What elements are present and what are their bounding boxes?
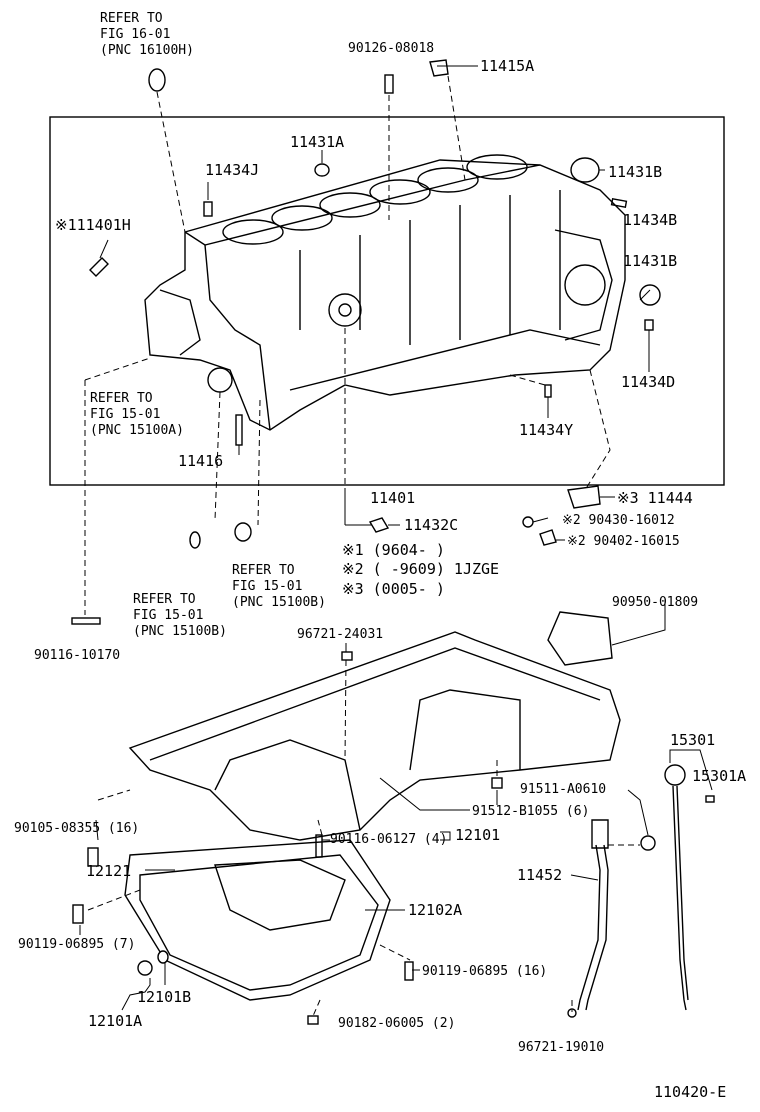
svg-text:FIG 15-01: FIG 15-01 [133, 608, 203, 623]
oil-pan-assembly [72, 600, 715, 1025]
svg-text:(PNC 15100B): (PNC 15100B) [133, 624, 227, 639]
label-91511-A0610: 91511-A0610 [520, 782, 606, 797]
note-1: ※1 (9604- ) [342, 541, 445, 559]
cylinder-block [144, 154, 626, 431]
note-3: ※3 (0005- ) [342, 580, 445, 598]
label-90116-10170: 90116-10170 [34, 648, 120, 663]
label-11432C: 11432C [404, 516, 458, 534]
label-11452: 11452 [517, 866, 562, 884]
refer-fig15b-left: REFER TO FIG 15-01 (PNC 15100B) [133, 592, 227, 639]
label-11431B-mid: 11431B [623, 252, 677, 270]
label-90119-06895-16: 90119-06895 (16) [422, 964, 547, 979]
label-11416: 11416 [178, 452, 223, 470]
svg-text:FIG 15-01: FIG 15-01 [232, 579, 302, 594]
label-11434D: 11434D [621, 373, 675, 391]
block-leaders [84, 65, 651, 615]
refer-fig15a: REFER TO FIG 15-01 (PNC 15100A) [90, 391, 184, 438]
label-90430-16012: ※2 90430-16012 [562, 513, 675, 528]
label-11434B: 11434B [623, 211, 677, 229]
svg-text:(PNC 15100A): (PNC 15100A) [90, 423, 184, 438]
label-90119-06895-7: 90119-06895 (7) [18, 937, 135, 952]
label-11431A: 11431A [290, 133, 344, 151]
block-small-parts [89, 59, 661, 446]
figure-code: 110420-E [654, 1083, 726, 1101]
note-2: ※2 ( -9609) 1JZGE [342, 560, 499, 578]
label-96721-24031: 96721-24031 [297, 627, 383, 642]
label-111401H: ※111401H [55, 216, 131, 234]
svg-text:FIG 16-01: FIG 16-01 [100, 27, 170, 42]
svg-text:(PNC 16100H): (PNC 16100H) [100, 43, 194, 58]
svg-text:REFER TO: REFER TO [232, 563, 295, 578]
block-group-frame [49, 116, 725, 486]
label-12101B: 12101B [137, 988, 191, 1006]
label-12101: 12101 [455, 826, 500, 844]
label-12101A: 12101A [88, 1012, 142, 1030]
label-11401: 11401 [370, 489, 415, 507]
label-15301A: 15301A [692, 767, 746, 785]
label-90402-16015: ※2 90402-16015 [567, 534, 680, 549]
label-90126-08018: 90126-08018 [348, 41, 434, 56]
label-90116-06127: 90116-06127 (4) [330, 832, 447, 847]
label-15301: 15301 [670, 731, 715, 749]
lower-block-parts [71, 485, 601, 625]
svg-text:REFER TO: REFER TO [90, 391, 153, 406]
label-90182-06005: 90182-06005 (2) [338, 1016, 455, 1031]
label-90105-08355: 90105-08355 (16) [14, 821, 139, 836]
label-96721-19010: 96721-19010 [518, 1040, 604, 1055]
label-11431B-top: 11431B [608, 163, 662, 181]
label-12102A: 12102A [408, 901, 462, 919]
svg-text:FIG 15-01: FIG 15-01 [90, 407, 160, 422]
svg-text:REFER TO: REFER TO [133, 592, 196, 607]
label-11415A: 11415A [480, 57, 534, 75]
label-11434Y: 11434Y [519, 421, 573, 439]
label-11434J: 11434J [205, 161, 259, 179]
svg-text:(PNC 15100B): (PNC 15100B) [232, 595, 326, 610]
refer-fig16: REFER TO FIG 16-01 (PNC 16100H) [100, 11, 194, 58]
label-91512-B1055: 91512-B1055 (6) [472, 804, 589, 819]
label-12121: 12121 [86, 862, 131, 880]
svg-text:REFER TO: REFER TO [100, 11, 163, 26]
label-11444: ※3 11444 [617, 489, 693, 507]
refer-fig15b-right: REFER TO FIG 15-01 (PNC 15100B) [232, 563, 326, 610]
label-90950-01809: 90950-01809 [612, 595, 698, 610]
